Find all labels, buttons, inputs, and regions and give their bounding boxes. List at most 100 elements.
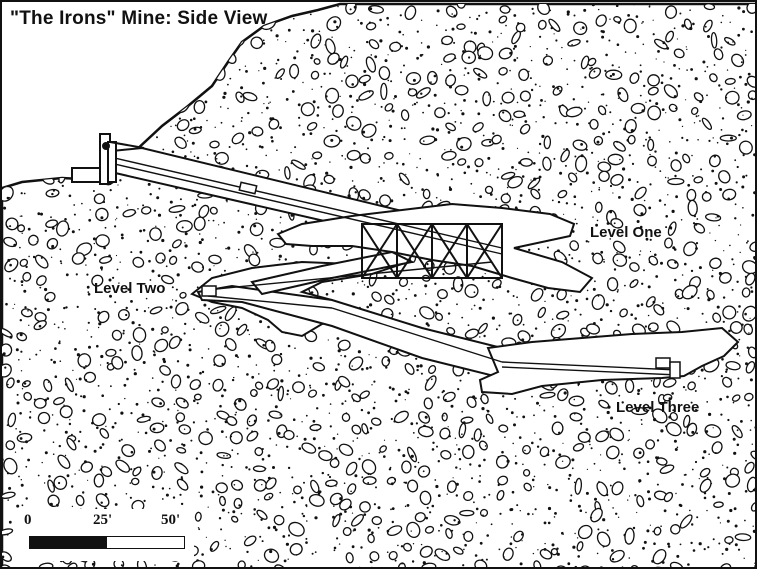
rock-grain	[716, 141, 719, 144]
rock-grain	[147, 182, 151, 186]
rock-grain	[163, 360, 166, 364]
rock-grain	[736, 311, 739, 313]
rock-grain	[498, 548, 501, 551]
rock-pebble	[94, 36, 109, 47]
rock-pebble	[75, 38, 89, 48]
rock-grain	[522, 415, 526, 419]
rock-grain	[14, 451, 17, 453]
rock-grain	[737, 377, 740, 380]
rock-grain	[133, 106, 137, 110]
rock-grain	[335, 485, 337, 487]
rock-pebble	[175, 220, 193, 233]
rock-grain	[547, 521, 551, 525]
rock-grain	[119, 261, 121, 263]
rock-grain	[430, 378, 433, 381]
rock-grain	[451, 162, 455, 166]
rock-pebble	[209, 206, 218, 215]
rock-grain	[530, 179, 532, 181]
rock-grain	[747, 404, 750, 407]
rock-grain	[479, 195, 482, 199]
rock-grain	[547, 506, 552, 511]
rock-grain	[556, 552, 560, 556]
rock-grain	[434, 138, 438, 142]
rock-grain	[513, 423, 516, 427]
rock-pebble	[699, 467, 711, 478]
rock-pebble	[365, 56, 377, 73]
rock-pebble	[452, 546, 464, 555]
rock-grain	[447, 131, 451, 134]
rock-grain	[426, 379, 428, 381]
rock-grain	[696, 516, 699, 519]
rock-grain	[671, 392, 674, 395]
rock-grain	[577, 504, 581, 508]
rock-pebble	[253, 479, 267, 492]
rock-grain	[404, 390, 408, 393]
rock-grain	[436, 445, 438, 448]
rock-grain	[586, 40, 589, 43]
rock-grain	[165, 83, 168, 86]
rock-grain	[142, 229, 146, 232]
rock-grain	[442, 389, 445, 393]
rock-grain	[340, 354, 342, 357]
rock-grain	[528, 70, 530, 73]
rock-grain	[501, 147, 505, 150]
rock-grain	[496, 176, 499, 179]
rock-grain	[139, 121, 143, 125]
rock-grain	[514, 461, 518, 465]
rock-pebble	[348, 356, 364, 371]
rock-grain	[702, 60, 706, 64]
rock-pebble	[99, 117, 111, 128]
rock-pebble	[588, 67, 602, 79]
rock-grain	[51, 246, 54, 249]
rock-grain	[623, 467, 626, 471]
rock-pebble	[359, 153, 371, 164]
rock-grain	[231, 378, 235, 382]
rock-pebble	[441, 35, 454, 46]
rock-grain	[580, 28, 582, 30]
rock-grain	[436, 9, 440, 13]
rock-grain	[22, 32, 25, 34]
rock-grain	[245, 466, 248, 469]
rock-grain	[609, 484, 612, 486]
rock-grain	[516, 147, 519, 149]
rock-pebble	[398, 172, 410, 186]
rock-grain	[732, 401, 735, 404]
rock-grain	[268, 4, 272, 6]
rock-grain	[686, 307, 690, 311]
rock-grain	[287, 466, 291, 470]
rock-grain	[572, 545, 576, 549]
rock-pebble	[687, 199, 698, 217]
rock-grain	[420, 372, 423, 375]
rock-grain	[257, 499, 260, 501]
rock-grain	[440, 524, 443, 527]
rock-grain	[124, 360, 127, 364]
rock-grain	[398, 30, 402, 34]
rock-grain	[328, 412, 331, 414]
rock-pebble	[712, 312, 722, 323]
rock-pebble	[477, 46, 494, 61]
rock-grain	[579, 313, 582, 316]
rock-pebble	[741, 260, 755, 275]
rock-grain	[168, 249, 172, 253]
rock-grain	[652, 19, 654, 21]
rock-grain	[641, 282, 644, 285]
rock-grain	[576, 122, 579, 126]
rock-grain	[279, 491, 282, 494]
rock-grain	[337, 363, 340, 366]
rock-grain	[581, 334, 584, 337]
rock-pebble	[560, 149, 570, 163]
rock-grain	[367, 431, 370, 434]
rock-grain	[175, 216, 178, 219]
rock-grain	[448, 435, 451, 438]
rock-grain	[738, 305, 741, 308]
rock-pebble	[174, 462, 189, 475]
rock-grain	[512, 47, 516, 50]
rock-grain	[237, 365, 239, 368]
rock-grain	[129, 100, 131, 102]
rock-pebble	[16, 36, 29, 49]
rock-grain	[80, 116, 83, 118]
rock-grain	[225, 436, 228, 438]
rock-grain	[390, 199, 394, 203]
rock-grain	[286, 393, 289, 396]
rock-grain	[482, 134, 485, 137]
